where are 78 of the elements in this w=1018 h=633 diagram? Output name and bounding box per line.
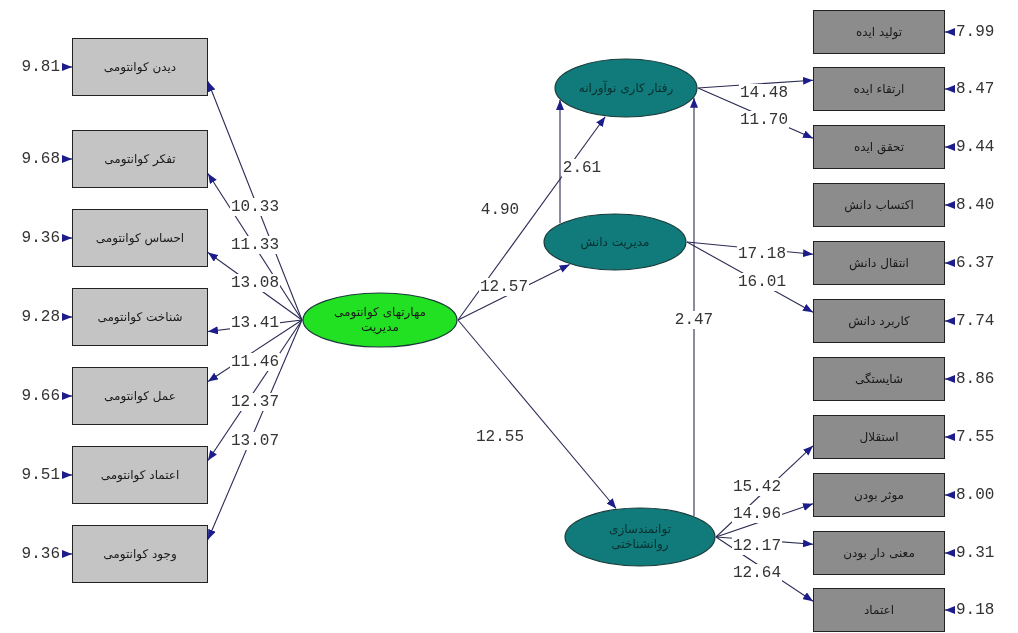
path-coefficient: 13.08 bbox=[230, 274, 280, 292]
arrow bbox=[944, 28, 955, 36]
arrow bbox=[556, 99, 564, 224]
arrow bbox=[944, 491, 955, 499]
latent-variable-label: توانمندسازی روانشناختی bbox=[608, 522, 672, 552]
arrow bbox=[944, 606, 955, 614]
indicator-box bbox=[72, 446, 208, 504]
indicator-label: معنی دار بودن bbox=[843, 545, 915, 561]
path-coefficient: 15.42 bbox=[732, 478, 782, 496]
arrow bbox=[944, 317, 955, 325]
indicator-box bbox=[72, 209, 208, 267]
indicator-box bbox=[813, 67, 945, 111]
indicator-label: شناخت کوانتومی bbox=[97, 309, 183, 325]
indicator-box bbox=[813, 299, 945, 343]
arrow bbox=[457, 319, 617, 510]
indicator-box bbox=[72, 288, 208, 346]
indicator-box bbox=[72, 130, 208, 188]
path-coefficient: 10.33 bbox=[230, 198, 280, 216]
path-coefficient: 2.61 bbox=[561, 159, 603, 177]
indicator-label: ارتقاء ایده bbox=[853, 81, 905, 97]
path-coefficient: 13.07 bbox=[230, 432, 280, 450]
indicator-box bbox=[72, 525, 208, 583]
path-coefficient: 11.46 bbox=[230, 353, 280, 371]
indicator-box bbox=[813, 357, 945, 401]
indicator-label: اکتساب دانش bbox=[844, 197, 914, 213]
indicator-box bbox=[813, 10, 945, 54]
path-coefficient: 2.47 bbox=[673, 311, 715, 329]
path-coefficient: 16.01 bbox=[737, 273, 787, 291]
latent-variable-label: مدیریت دانش bbox=[580, 234, 650, 250]
indicator-label: احساس کوانتومی bbox=[95, 230, 185, 246]
indicator-box bbox=[813, 183, 945, 227]
indicator-label: تولید ایده bbox=[855, 24, 903, 40]
indicator-box bbox=[72, 38, 208, 96]
arrow bbox=[944, 143, 955, 151]
indicator-box bbox=[813, 241, 945, 285]
indicator-label: موثر بودن bbox=[853, 487, 905, 503]
indicator-label: اعتماد کوانتومی bbox=[100, 467, 180, 483]
path-coefficient: 12.17 bbox=[732, 537, 782, 555]
arrow bbox=[62, 63, 73, 71]
indicator-label: اعتماد bbox=[863, 602, 895, 618]
indicator-box bbox=[813, 473, 945, 517]
indicator-box bbox=[813, 531, 945, 575]
indicator-box bbox=[813, 415, 945, 459]
arrow bbox=[944, 549, 955, 557]
arrow bbox=[62, 471, 73, 479]
indicator-label: انتقال دانش bbox=[849, 255, 909, 271]
indicator-label: تحقق ایده bbox=[853, 139, 905, 155]
indicator-label: وجود کوانتومی bbox=[103, 546, 177, 562]
arrow bbox=[944, 201, 955, 209]
arrow bbox=[944, 259, 955, 267]
path-coefficient: 14.96 bbox=[732, 505, 782, 523]
arrow bbox=[62, 155, 73, 163]
path-coefficient: 11.70 bbox=[739, 111, 789, 129]
arrow bbox=[944, 375, 955, 383]
indicator-label: شایستگی bbox=[855, 371, 903, 387]
indicator-label: کاربرد دانش bbox=[848, 313, 910, 329]
arrow bbox=[944, 85, 955, 93]
indicator-box bbox=[72, 367, 208, 425]
arrow bbox=[62, 234, 73, 242]
latent-variable-label: مهارتهای کوانتومی مدیریت bbox=[333, 305, 427, 335]
indicator-label: استقلال bbox=[859, 429, 899, 445]
path-coefficient: 12.64 bbox=[732, 564, 782, 582]
path-coefficient: 12.37 bbox=[230, 393, 280, 411]
latent-variable-label: رفتار کاری نوآورانه bbox=[578, 80, 674, 96]
arrow bbox=[944, 433, 955, 441]
indicator-label: عمل کوانتومی bbox=[104, 388, 176, 404]
arrow bbox=[697, 76, 814, 89]
arrow bbox=[690, 97, 698, 517]
path-coefficient: 13.41 bbox=[230, 314, 280, 332]
path-coefficient: 12.57 bbox=[479, 278, 529, 296]
indicator-box bbox=[813, 125, 945, 169]
indicator-label: تفکر کوانتومی bbox=[104, 151, 176, 167]
arrow bbox=[62, 550, 73, 558]
arrow bbox=[62, 392, 73, 400]
indicator-label: دیدن کوانتومی bbox=[103, 59, 177, 75]
arrow bbox=[62, 313, 73, 321]
indicator-box bbox=[813, 588, 945, 632]
path-coefficient: 11.33 bbox=[230, 236, 280, 254]
